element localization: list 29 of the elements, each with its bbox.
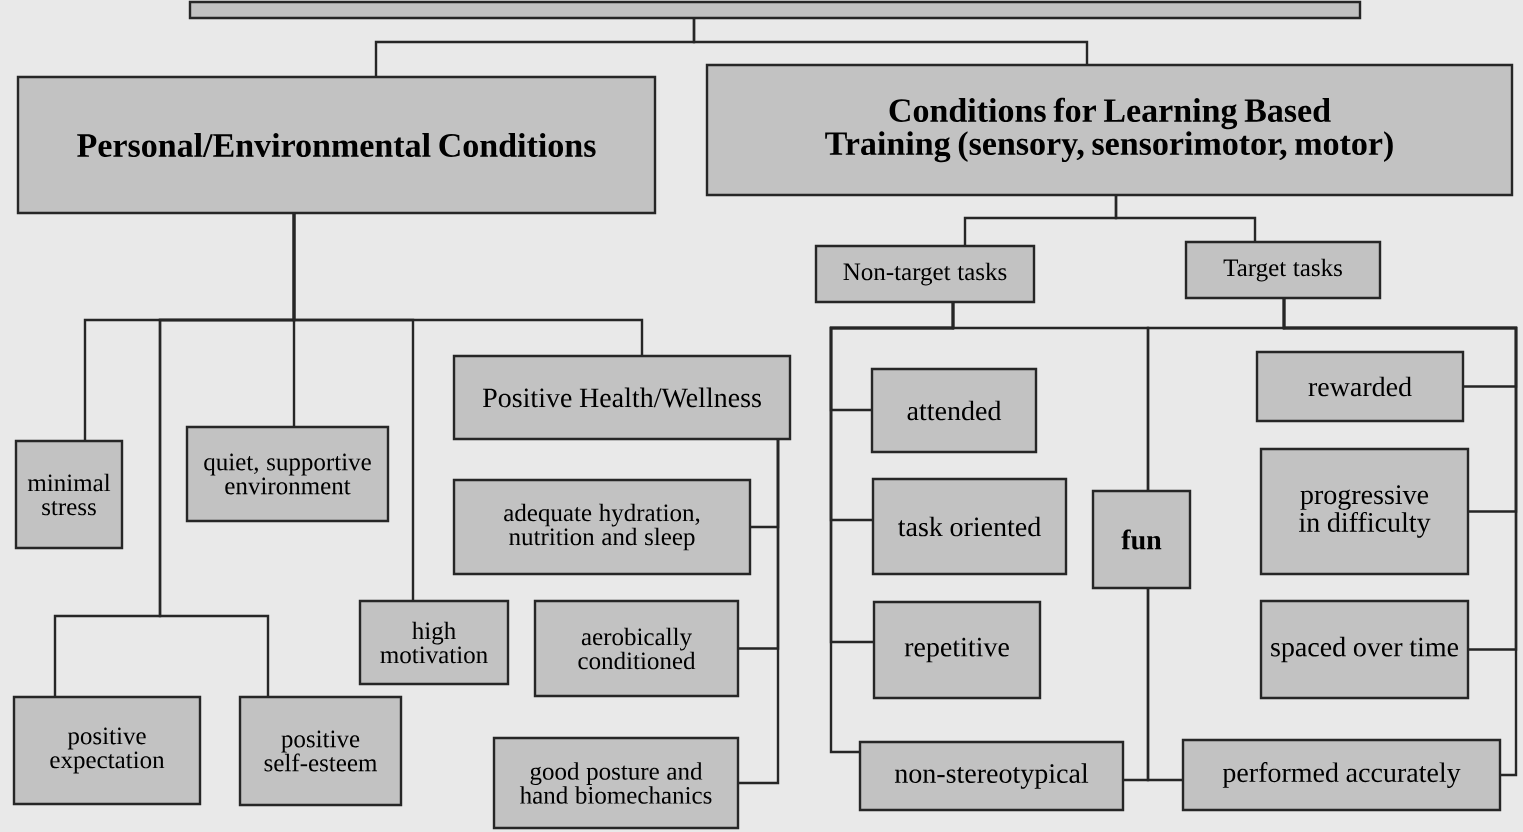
condition-box: repetitive — [872, 600, 1042, 700]
condition-box: aerobically conditioned — [533, 599, 740, 698]
connector-line — [1146, 588, 1183, 782]
condition-box: minimal stress — [14, 439, 124, 550]
connector-line — [1282, 298, 1518, 777]
heading-box: Conditions for Learning Based Training (sensory, sensorimotor, motor) — [705, 63, 1514, 197]
condition-box: rewarded — [1255, 350, 1465, 423]
condition-box: spaced over time — [1259, 599, 1470, 700]
condition-box: adequate hydration, nutrition and sleep — [452, 478, 752, 576]
connector-line — [292, 213, 644, 356]
heading-box: Personal/Environmental Conditions — [16, 75, 657, 215]
condition-box: Non-target tasks — [814, 244, 1036, 304]
condition-box: good posture and hand biomechanics — [492, 736, 740, 830]
condition-box: fun — [1091, 489, 1192, 590]
condition-box: progressive in difficulty — [1259, 447, 1470, 576]
condition-box: attended — [870, 367, 1038, 454]
connector-line — [738, 439, 780, 785]
condition-box: task oriented — [871, 477, 1068, 576]
condition-box: non-stereotypical — [858, 740, 1125, 812]
empty-box — [188, 0, 1362, 20]
condition-box: positive self-esteem — [238, 695, 403, 807]
condition-box: performed accurately — [1181, 738, 1502, 812]
condition-box: Target tasks — [1184, 240, 1382, 300]
connector-line — [692, 18, 1089, 65]
condition-box: Positive Health/Wellness — [452, 354, 792, 441]
condition-box: high motivation — [358, 599, 510, 686]
connector-line — [1114, 195, 1257, 242]
condition-box: quiet, supportive environment — [185, 425, 390, 523]
condition-box: positive expectation — [12, 695, 202, 806]
